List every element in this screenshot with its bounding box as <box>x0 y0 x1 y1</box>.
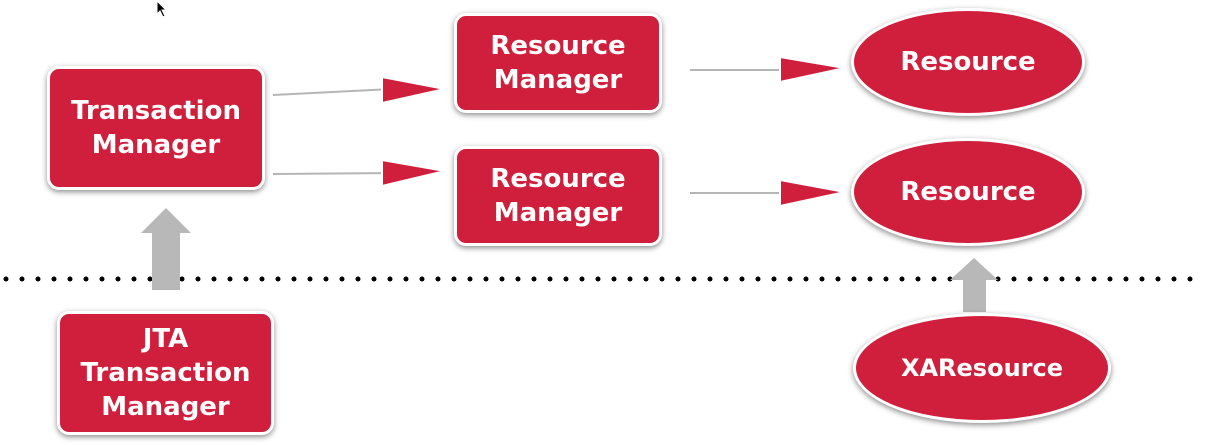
xa-resource-label: XAResource <box>900 354 1064 382</box>
jta-line-2: Transaction <box>80 358 251 388</box>
resource-node-1: Resource <box>851 8 1085 116</box>
transaction-manager-node: Transaction Manager <box>47 66 265 190</box>
resource-manager-2-line-2: Manager <box>493 198 623 228</box>
transaction-manager-line-1: Transaction <box>71 96 241 126</box>
up-arrow-jta-to-tm <box>141 208 191 290</box>
jta-line-3: Manager <box>101 392 230 422</box>
resource-manager-node-1: Resource Manager <box>454 13 662 113</box>
resource-2-label: Resource <box>900 177 1036 207</box>
up-arrow-xa-to-res2 <box>950 258 998 312</box>
arrow-rm1-to-res1 <box>690 55 846 84</box>
arrow-rm2-to-res2 <box>690 178 846 208</box>
jta-line-1: JTA <box>142 324 189 354</box>
transaction-manager-line-2: Manager <box>91 130 221 160</box>
mouse-pointer-icon <box>156 0 168 18</box>
resource-manager-1-line-2: Manager <box>493 65 623 95</box>
resource-manager-node-2: Resource Manager <box>454 146 662 246</box>
arrow-tm-to-rm1 <box>272 75 446 105</box>
xa-resource-node: XAResource <box>853 313 1111 423</box>
resource-manager-2-line-1: Resource <box>490 164 626 194</box>
resource-manager-1-line-1: Resource <box>490 31 626 61</box>
jta-transaction-manager-node: JTA Transaction Manager <box>57 311 274 435</box>
resource-node-2: Resource <box>851 138 1085 246</box>
resource-1-label: Resource <box>900 47 1036 77</box>
arrow-tm-to-rm2 <box>272 158 446 188</box>
